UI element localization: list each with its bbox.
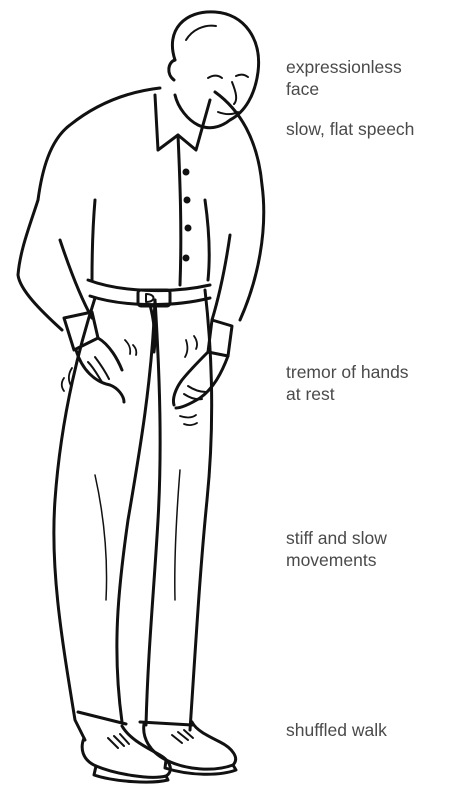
man-illustration: [0, 0, 270, 785]
shirt: [18, 88, 264, 330]
label-shuffled-walk: shuffled walk: [286, 719, 446, 741]
left-hand: [62, 312, 137, 402]
label-tremor-of-hands: tremor of hands at rest: [286, 361, 446, 405]
right-hand: [173, 320, 232, 425]
belt: [88, 280, 210, 306]
label-expressionless-face: expressionless face: [286, 56, 436, 100]
shirt-buttons: [183, 169, 192, 262]
label-slow-flat-speech: slow, flat speech: [286, 118, 449, 140]
label-stiff-slow-movements: stiff and slow movements: [286, 527, 446, 571]
head: [169, 12, 259, 128]
